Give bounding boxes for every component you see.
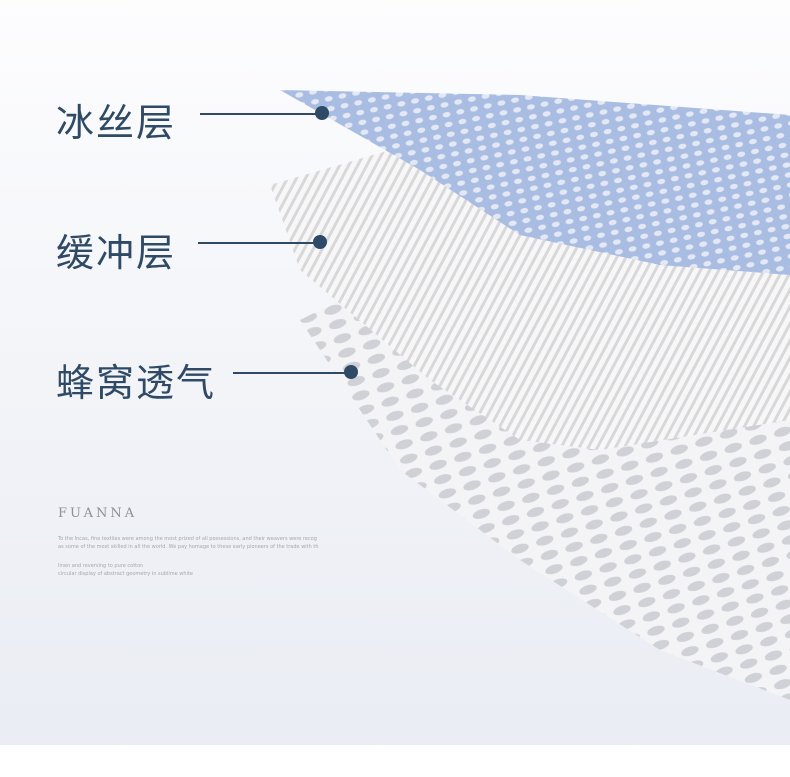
brand-text-line: linen and reversing to pure cotton: [58, 563, 144, 569]
ice-silk-layer: [280, 90, 790, 275]
brand-name: FUANNA: [58, 506, 138, 521]
brand-text-line: as some of the most skilled in all the w…: [58, 544, 319, 550]
honeycomb-layer-label: 蜂窝透气: [56, 361, 217, 405]
bottom-band: [0, 745, 790, 777]
buffer-pointer-dot: [313, 235, 327, 249]
ice-silk-layer-label: 冰丝层: [56, 101, 177, 145]
honeycomb-pointer-line: [233, 372, 348, 374]
brand-text-line: circular display of abstract geometry in…: [58, 571, 193, 577]
buffer-layer-label: 缓冲层: [56, 231, 177, 275]
buffer-pointer-line: [198, 242, 316, 244]
ice-silk-pointer-line: [200, 113, 318, 115]
ice-silk-pointer-dot: [315, 106, 329, 120]
brand-text-line: To the Incas, fine textiles were among t…: [58, 536, 317, 542]
honeycomb-pointer-dot: [344, 365, 358, 379]
